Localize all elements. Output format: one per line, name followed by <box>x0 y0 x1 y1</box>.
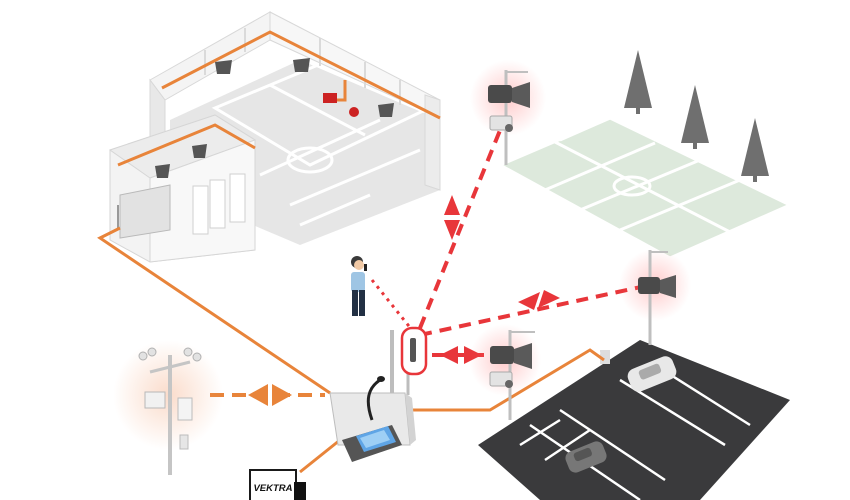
vektra-logo: VEKTRA <box>253 483 292 494</box>
voice-link <box>370 279 414 331</box>
building-conduit <box>161 30 441 120</box>
link-arrows <box>440 195 560 364</box>
vektra-laptop: VEKTRA <box>249 469 306 500</box>
handheld-radio-icon <box>364 264 367 271</box>
paging-microphone <box>342 376 402 462</box>
antenna-mast <box>390 326 428 395</box>
outdoor-field <box>496 116 794 260</box>
speaker-icon <box>155 144 207 178</box>
weather-station <box>113 340 223 475</box>
weather-link <box>210 384 325 406</box>
wired-connections <box>97 226 605 474</box>
building-windows <box>192 173 246 235</box>
parking-lot <box>478 340 790 500</box>
speaker-icon <box>215 58 394 117</box>
wall-panel <box>119 184 171 239</box>
sensor-shield <box>177 397 193 421</box>
solar-panel <box>144 391 166 409</box>
antenna-icon <box>410 338 416 362</box>
building <box>108 11 441 263</box>
tree-icon <box>624 50 769 182</box>
car-icon <box>565 356 677 473</box>
person-with-radio <box>351 256 367 316</box>
siren-icon <box>323 93 359 117</box>
anemometer-icon <box>138 347 202 362</box>
pole-speaker-top <box>470 60 546 165</box>
pole-speaker-middle <box>469 324 541 420</box>
pole-speaker-right <box>619 249 691 345</box>
